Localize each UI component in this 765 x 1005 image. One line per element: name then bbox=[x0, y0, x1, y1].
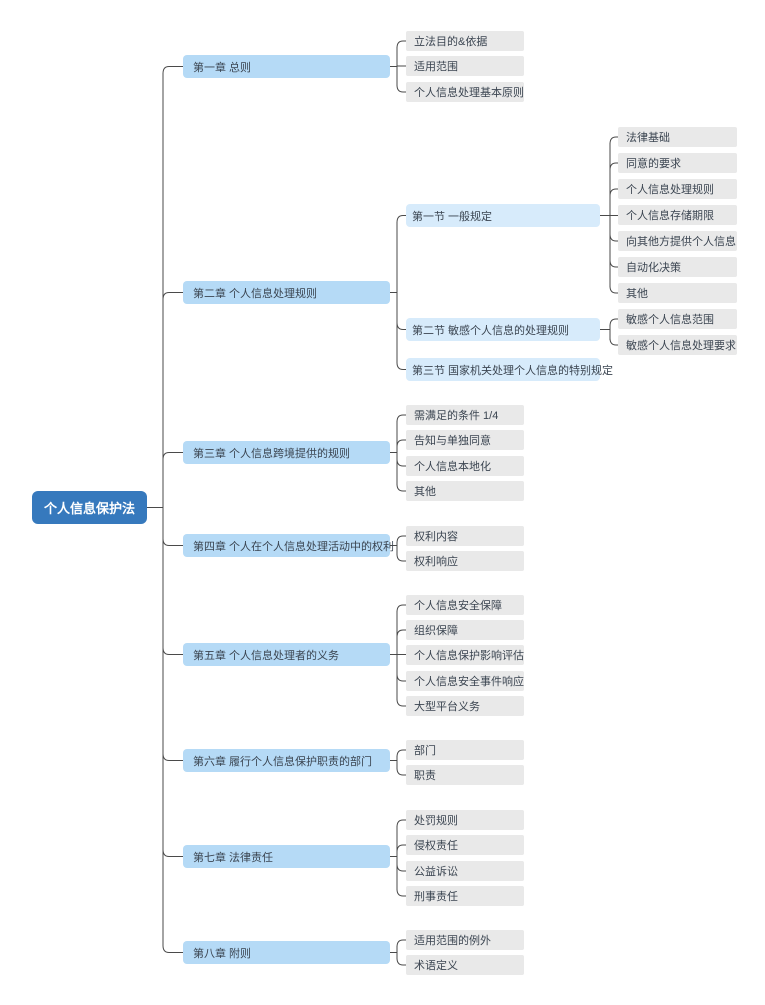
root-node[interactable]: 个人信息保护法 bbox=[32, 491, 147, 524]
leaf-node[interactable]: 权利响应 bbox=[406, 551, 524, 571]
leaf-node[interactable]: 敏感个人信息范围 bbox=[618, 309, 737, 329]
leaf-node[interactable]: 个人信息处理规则 bbox=[618, 179, 737, 199]
leaf-node[interactable]: 敏感个人信息处理要求 bbox=[618, 335, 737, 355]
chapter-node-3[interactable]: 第三章 个人信息跨境提供的规则 bbox=[183, 441, 390, 464]
section-node-1[interactable]: 第一节 一般规定 bbox=[406, 204, 600, 227]
leaf-node[interactable]: 告知与单独同意 bbox=[406, 430, 524, 450]
leaf-node[interactable]: 组织保障 bbox=[406, 620, 524, 640]
leaf-node[interactable]: 处罚规则 bbox=[406, 810, 524, 830]
chapter-node-2[interactable]: 第二章 个人信息处理规则 bbox=[183, 281, 390, 304]
leaf-node[interactable]: 个人信息安全事件响应 bbox=[406, 671, 524, 691]
leaf-node[interactable]: 自动化决策 bbox=[618, 257, 737, 277]
section-node-3[interactable]: 第三节 国家机关处理个人信息的特别规定 bbox=[406, 358, 613, 381]
leaf-node[interactable]: 个人信息安全保障 bbox=[406, 595, 524, 615]
chapter-node-1[interactable]: 第一章 总则 bbox=[183, 55, 390, 78]
leaf-node[interactable]: 个人信息处理基本原则 bbox=[406, 82, 524, 102]
leaf-node[interactable]: 侵权责任 bbox=[406, 835, 524, 855]
leaf-node[interactable]: 公益诉讼 bbox=[406, 861, 524, 881]
leaf-node[interactable]: 其他 bbox=[618, 283, 737, 303]
chapter-node-5[interactable]: 第五章 个人信息处理者的义务 bbox=[183, 643, 390, 666]
leaf-node[interactable]: 向其他方提供个人信息 bbox=[618, 231, 737, 251]
leaf-node[interactable]: 术语定义 bbox=[406, 955, 524, 975]
leaf-node[interactable]: 其他 bbox=[406, 481, 524, 501]
leaf-node[interactable]: 部门 bbox=[406, 740, 524, 760]
leaf-node[interactable]: 大型平台义务 bbox=[406, 696, 524, 716]
leaf-node[interactable]: 刑事责任 bbox=[406, 886, 524, 906]
leaf-node[interactable]: 适用范围 bbox=[406, 56, 524, 76]
leaf-node[interactable]: 立法目的&依据 bbox=[406, 31, 524, 51]
leaf-node[interactable]: 个人信息存储期限 bbox=[618, 205, 737, 225]
chapter-node-4[interactable]: 第四章 个人在个人信息处理活动中的权利 bbox=[183, 534, 394, 557]
chapter-node-7[interactable]: 第七章 法律责任 bbox=[183, 845, 390, 868]
leaf-node[interactable]: 同意的要求 bbox=[618, 153, 737, 173]
leaf-node[interactable]: 需满足的条件 1/4 bbox=[406, 405, 524, 425]
leaf-node[interactable]: 适用范围的例外 bbox=[406, 930, 524, 950]
leaf-node[interactable]: 个人信息保护影响评估 bbox=[406, 645, 524, 665]
chapter-node-8[interactable]: 第八章 附则 bbox=[183, 941, 390, 964]
leaf-node[interactable]: 权利内容 bbox=[406, 526, 524, 546]
chapter-node-6[interactable]: 第六章 履行个人信息保护职责的部门 bbox=[183, 749, 390, 772]
leaf-node[interactable]: 职责 bbox=[406, 765, 524, 785]
leaf-node[interactable]: 个人信息本地化 bbox=[406, 456, 524, 476]
section-node-2[interactable]: 第二节 敏感个人信息的处理规则 bbox=[406, 318, 600, 341]
leaf-node[interactable]: 法律基础 bbox=[618, 127, 737, 147]
